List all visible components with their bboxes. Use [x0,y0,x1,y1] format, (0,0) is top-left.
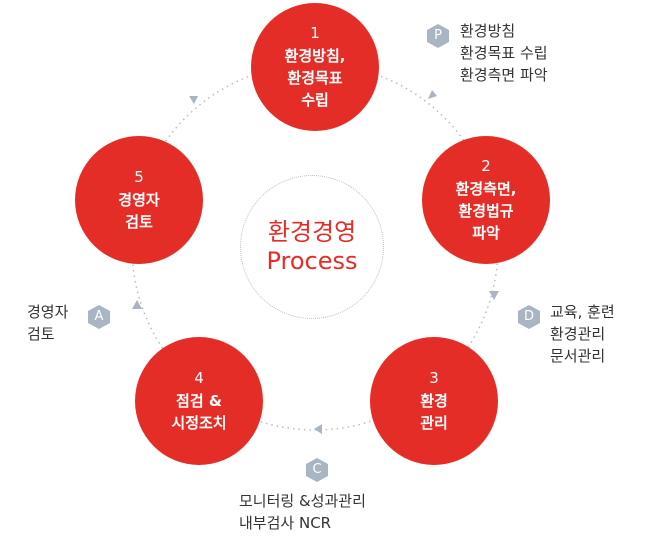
step-3-number: 3 [429,369,439,387]
step-1-label: 환경방침, 환경목표 수립 [284,47,346,109]
step-5-circle: 5 경영자 검토 [75,136,203,264]
step-3-circle: 3 환경 관리 [370,337,498,465]
step-3-label: 환경 관리 [420,392,448,432]
ring-arrow-1 [428,90,437,99]
phase-d-badge: D [518,305,540,329]
step-5-label: 경영자 검토 [118,191,160,231]
phase-c-badge: C [306,458,328,482]
phase-a-badge: A [88,305,110,329]
center-title-line2: Process [266,247,358,275]
center-title: 환경경영 Process [240,175,384,319]
ring-arrow-4 [132,300,142,309]
step-2-circle: 2 환경측면, 환경법규 파악 [422,136,550,264]
ring-arrow-3 [314,424,322,434]
phase-p-text: 환경방침 환경목표 수립 환경측면 파악 [460,22,548,84]
phase-c-text: 모니터링 &성과관리 내부검사 NCR [239,492,366,532]
phase-a-text: 경영자 검토 [27,303,69,343]
step-2-number: 2 [481,157,491,175]
phase-d-text: 교육, 훈련 환경관리 문서관리 [550,303,615,365]
ring-arrow-2 [489,291,499,300]
center-title-line1: 환경경영 [267,218,357,246]
step-2-label: 환경측면, 환경법규 파악 [455,180,517,242]
step-4-number: 4 [194,369,204,387]
step-4-label: 점검 & 시정조치 [171,392,227,432]
step-4-circle: 4 점검 & 시정조치 [135,337,263,465]
step-1-circle: 1 환경방침, 환경목표 수립 [251,3,379,131]
phase-p-badge: P [427,24,449,48]
step-1-number: 1 [310,24,320,42]
ring-arrow-5 [189,96,198,104]
step-5-number: 5 [134,168,144,186]
